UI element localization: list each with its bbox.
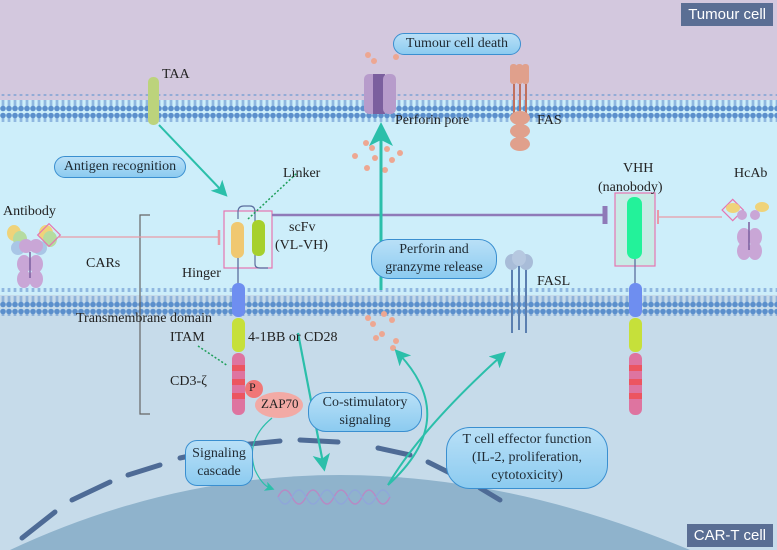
nucleus <box>10 475 690 550</box>
effector-function-callout: T cell effector function (IL-2, prolifer… <box>446 427 608 489</box>
costim-domain-label: 4-1BB or CD28 <box>248 330 338 345</box>
tumour-death-callout: Tumour cell death <box>393 33 521 55</box>
fas-receptor-icon <box>510 64 530 151</box>
fasl-ligand-icon <box>505 250 533 333</box>
antibody-label: Antibody <box>3 204 56 219</box>
hcab-label: HcAb <box>734 166 768 181</box>
antibody-icon <box>7 222 62 288</box>
signaling-cascade-arrow <box>251 417 275 491</box>
cd3z-domain <box>232 353 245 415</box>
taa-to-scfv-arrow <box>158 124 228 197</box>
phospho-label: P <box>249 380 256 394</box>
cars-label: CARs <box>86 256 121 271</box>
scfv-sub-label: (VL-VH) <box>275 238 328 253</box>
linker-pointer <box>247 172 298 220</box>
cart-cell-tag: CAR-T cell <box>686 524 773 547</box>
phospho-badge <box>245 380 263 398</box>
costim-domain <box>232 318 245 352</box>
vhh-sub-label: (nanobody) <box>598 180 663 195</box>
fasl-label: FASL <box>537 274 571 289</box>
vhh-domain <box>627 197 642 259</box>
vh-domain <box>252 220 265 256</box>
perforin-pore-label: Perforin pore <box>395 113 470 128</box>
transmembrane-label: Transmembrane domain <box>76 311 212 326</box>
to-perforin-arrow <box>387 349 429 486</box>
costim-callout: Co-stimulatory signaling <box>308 392 422 432</box>
hinger-label: Hinger <box>182 266 221 281</box>
scfv-label: scFv <box>289 220 316 235</box>
costim-arrow <box>296 332 330 472</box>
perforin-release-callout: Perforin and granzyme release <box>371 239 497 279</box>
vhh-cd3z <box>629 353 642 415</box>
tumour-cell-tag: Tumour cell <box>681 3 773 26</box>
vhh-costim <box>629 318 642 352</box>
cart-membrane <box>0 288 777 316</box>
cd3z-label: CD3-ζ <box>170 374 207 389</box>
hinge-tm-domain <box>232 283 245 317</box>
linker-label: Linker <box>283 166 321 181</box>
cars-bracket <box>139 214 150 415</box>
taa-antigen <box>148 77 159 125</box>
hcab-icon <box>721 198 769 260</box>
dna-icon <box>277 489 391 505</box>
vhh-hinge-tm <box>629 283 642 317</box>
granzyme-granules <box>352 52 403 351</box>
itam-label: ITAM <box>170 330 205 345</box>
to-fasl-arrow <box>387 351 506 486</box>
taa-label: TAA <box>162 67 190 82</box>
fas-label: FAS <box>537 113 562 128</box>
perforin-pore-icon <box>364 74 396 114</box>
linker-chain <box>237 205 268 269</box>
signaling-cascade-callout: Signaling cascade <box>185 440 253 486</box>
zap70-label: ZAP70 <box>261 396 299 411</box>
zap70-protein <box>255 392 303 418</box>
vl-domain <box>231 222 244 258</box>
vhh-label: VHH <box>623 161 654 176</box>
antigen-recognition-callout: Antigen recognition <box>54 156 186 178</box>
